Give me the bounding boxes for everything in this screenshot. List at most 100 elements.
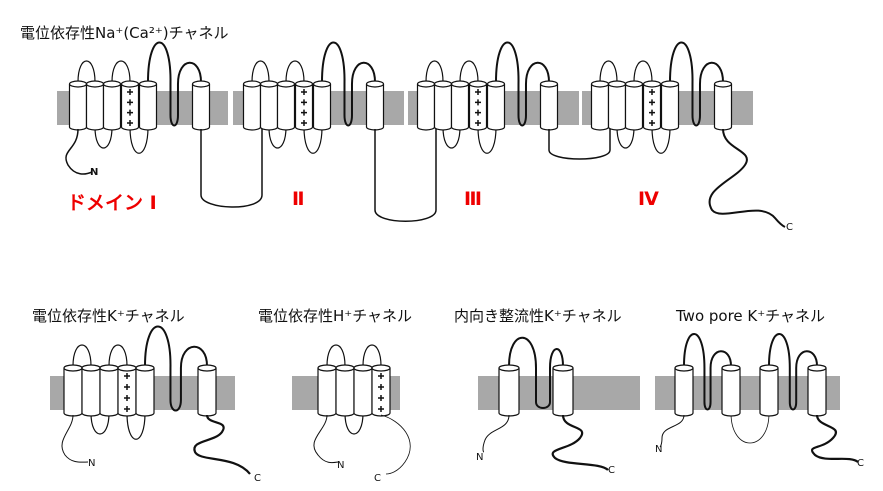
helix-segment: [433, 84, 453, 131]
positive-charge-icon: [649, 109, 655, 116]
helix-top: [99, 364, 119, 372]
helix-top: [721, 364, 741, 372]
helix-top: [642, 80, 662, 88]
linker-2-3: [374, 129, 437, 222]
hv-c-chain: [380, 414, 411, 475]
positive-charge-icon: [301, 89, 307, 95]
helix-segment: [642, 84, 662, 131]
linker-1-2: [200, 129, 263, 208]
positive-charge-icon: [378, 395, 384, 401]
loop-line: [495, 41, 550, 127]
label-hv-channel: 電位依存性H⁺チャネル: [258, 307, 413, 325]
helix-segment: [81, 368, 101, 417]
loop-line: [669, 41, 724, 127]
loop-line: [108, 344, 128, 367]
hv-n-chain: [313, 414, 339, 464]
helix-top: [335, 364, 355, 372]
positive-charge-icon: [649, 89, 655, 95]
positive-charge-icon: [301, 109, 307, 116]
positive-charge-icon: [475, 99, 481, 106]
loop-line: [459, 60, 479, 83]
helix-segment: [607, 84, 627, 131]
loop-line: [425, 60, 444, 83]
n-terminus-chain: [65, 128, 93, 175]
helix-segment: [312, 84, 332, 131]
helix-segment: [660, 84, 680, 131]
positive-charge-icon: [301, 99, 307, 106]
positive-charge-icon: [124, 406, 130, 412]
helix-top: [259, 80, 279, 88]
title-nav-channel: 電位依存性Na⁺(Ca²⁺)チャネル: [20, 24, 229, 42]
loop-line: [303, 126, 323, 154]
loop-line: [326, 344, 346, 367]
loop-line: [633, 60, 653, 83]
kv-n-label: N: [88, 458, 96, 469]
domain-label-3: Ⅲ: [464, 188, 482, 210]
loop-line: [90, 412, 110, 435]
loop-line: [72, 344, 92, 367]
positive-charge-icon: [378, 373, 384, 379]
kir-c-chain: [551, 414, 609, 471]
helix-segment: [85, 84, 105, 131]
helix-top: [68, 80, 88, 88]
positive-charge-icon: [127, 99, 133, 106]
label-kv-channel: 電位依存性K⁺チャネル: [32, 307, 185, 325]
helix-top: [242, 80, 262, 88]
helix-segment: [590, 84, 610, 131]
helix-top: [468, 80, 488, 88]
helix-segment: [674, 368, 694, 417]
kir-c-label: C: [608, 465, 615, 476]
helix-top: [590, 80, 610, 88]
helix-top: [660, 80, 680, 88]
loop-line: [362, 344, 382, 367]
positive-charge-icon: [127, 89, 133, 95]
domain-label-4: Ⅳ: [638, 188, 659, 210]
helix-segment: [552, 368, 574, 417]
loop-line: [251, 60, 270, 83]
positive-charge-icon: [124, 384, 130, 390]
hv-c-label: C: [374, 473, 381, 484]
helix-segment: [120, 84, 140, 131]
positive-charge-icon: [301, 120, 307, 126]
helix-top: [353, 364, 373, 372]
helix-top: [607, 80, 627, 88]
helix-segment: [242, 84, 262, 131]
helix-top: [317, 364, 337, 372]
positive-charge-icon: [124, 373, 130, 379]
loop-line: [144, 325, 208, 412]
loop-line: [77, 60, 96, 83]
helix-top: [807, 364, 827, 372]
helix-segment: [498, 368, 520, 417]
positive-charge-icon: [378, 406, 384, 412]
loop-line: [683, 333, 732, 411]
loop-line: [147, 41, 202, 127]
c-terminus-label: C: [786, 222, 793, 233]
helix-segment: [294, 84, 314, 131]
loop-line: [285, 60, 305, 83]
k2p-linker: [730, 412, 770, 444]
positive-charge-icon: [649, 120, 655, 126]
loop-line: [477, 126, 497, 154]
domain-label-2: Ⅱ: [292, 188, 305, 210]
loop-line: [129, 126, 149, 154]
helix-segment: [468, 84, 488, 131]
k2p-c-label: C: [857, 458, 864, 469]
helix-top: [85, 80, 105, 88]
helix-segment: [317, 368, 337, 417]
helix-segment: [486, 84, 506, 131]
kir-n-chain: [482, 414, 510, 453]
helix-top: [294, 80, 314, 88]
loop-line: [508, 336, 564, 409]
label-k2p-channel: Two pore K⁺チャネル: [676, 307, 826, 325]
helix-top: [117, 364, 137, 372]
helix-top: [138, 80, 158, 88]
helix-segment: [191, 84, 211, 131]
linker-3-4: [548, 129, 611, 160]
helix-top: [102, 80, 122, 88]
helix-segment: [807, 368, 827, 417]
helix-segment: [371, 368, 391, 417]
helix-segment: [138, 84, 158, 131]
helix-top: [365, 80, 385, 88]
